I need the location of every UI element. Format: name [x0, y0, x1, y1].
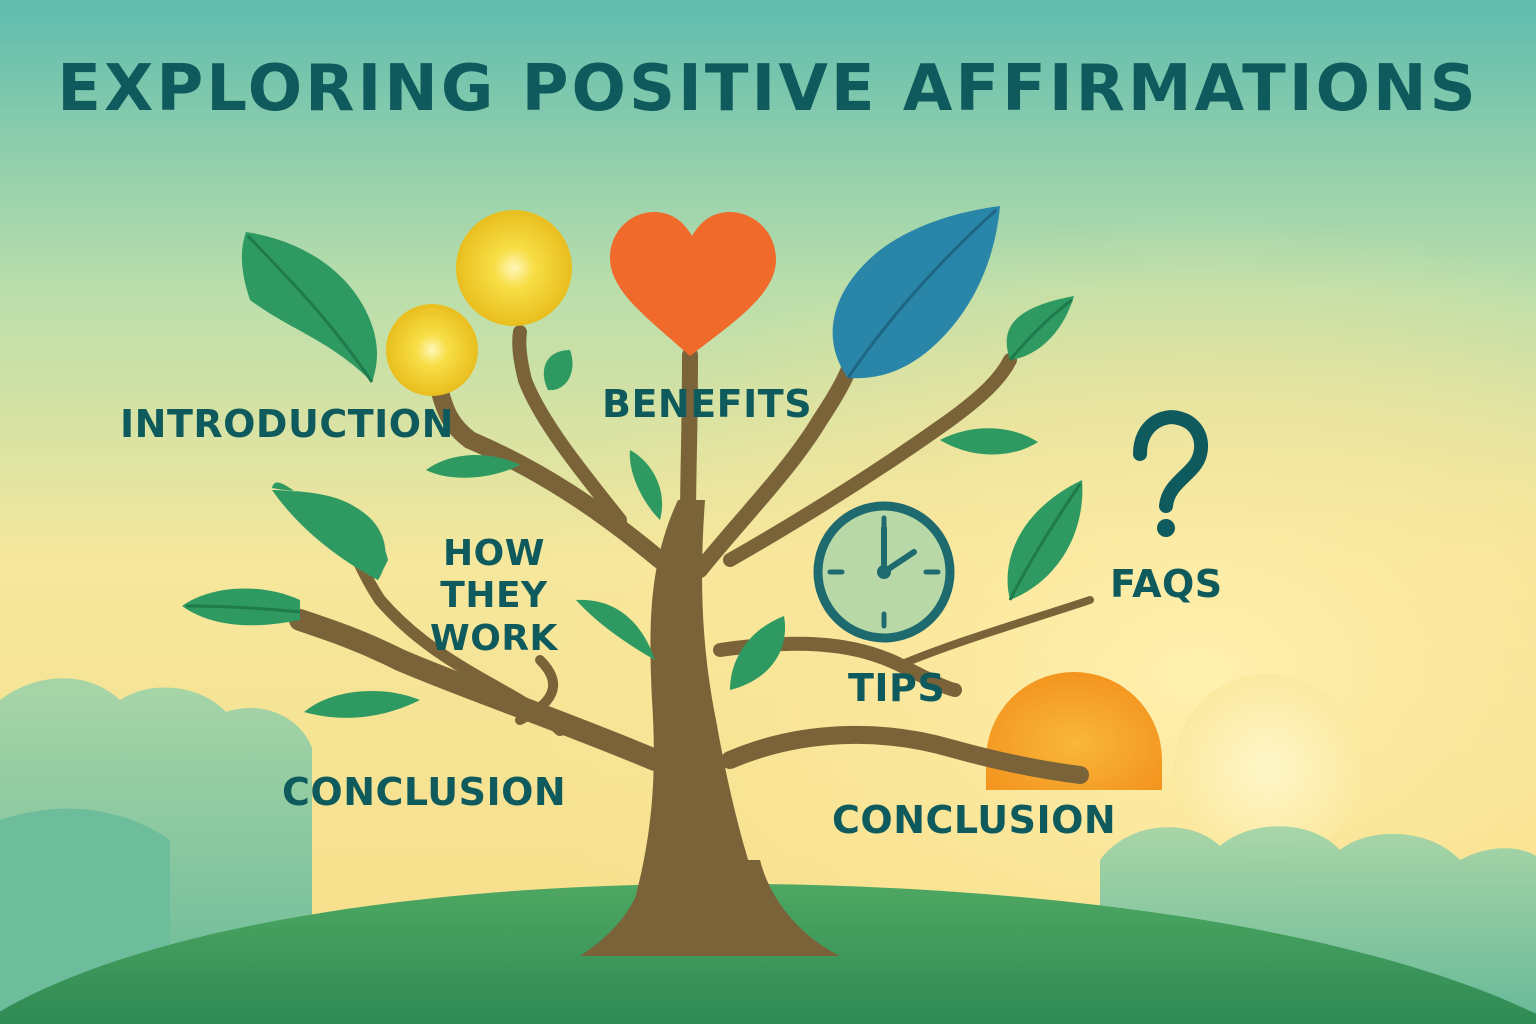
- branch-label-benefits: BENEFITS: [602, 382, 813, 426]
- branch-label-how-they-work: HOW THEY WORK: [430, 533, 558, 659]
- page-title: EXPLORING POSITIVE AFFIRMATIONS: [57, 52, 1479, 126]
- tree: [289, 325, 1094, 956]
- leaf-icon: [940, 428, 1038, 455]
- leaf-icon: [1007, 480, 1083, 601]
- light-orb-icon: [386, 304, 478, 396]
- branch-label-conclusion-left: CONCLUSION: [282, 770, 567, 814]
- question-mark-icon: [1133, 410, 1209, 537]
- branch-label-tips: TIPS: [848, 666, 946, 710]
- leaf-icon: [629, 450, 663, 520]
- leaf-icon: [272, 490, 388, 580]
- leaf-icon: [1006, 296, 1074, 361]
- leaf-icon: [730, 616, 786, 690]
- leaf-icon: [304, 690, 420, 718]
- heart-icon: [610, 212, 776, 356]
- light-orb-icon: [456, 210, 572, 326]
- leaf-icon: [426, 454, 520, 478]
- leaf-icon: [182, 588, 301, 626]
- leaf-icon: [576, 599, 655, 660]
- clock-icon: [813, 501, 955, 643]
- branch-label-introduction: INTRODUCTION: [120, 402, 454, 446]
- leaf-icon: [543, 350, 573, 391]
- leaf-icon: [241, 232, 377, 383]
- branch-label-conclusion-right: CONCLUSION: [832, 798, 1117, 842]
- leaves: [182, 206, 1083, 718]
- pale-sun-icon: [1174, 674, 1362, 862]
- branch-label-faqs: FAQS: [1110, 562, 1223, 606]
- leaf-icon-blue: [832, 206, 1000, 379]
